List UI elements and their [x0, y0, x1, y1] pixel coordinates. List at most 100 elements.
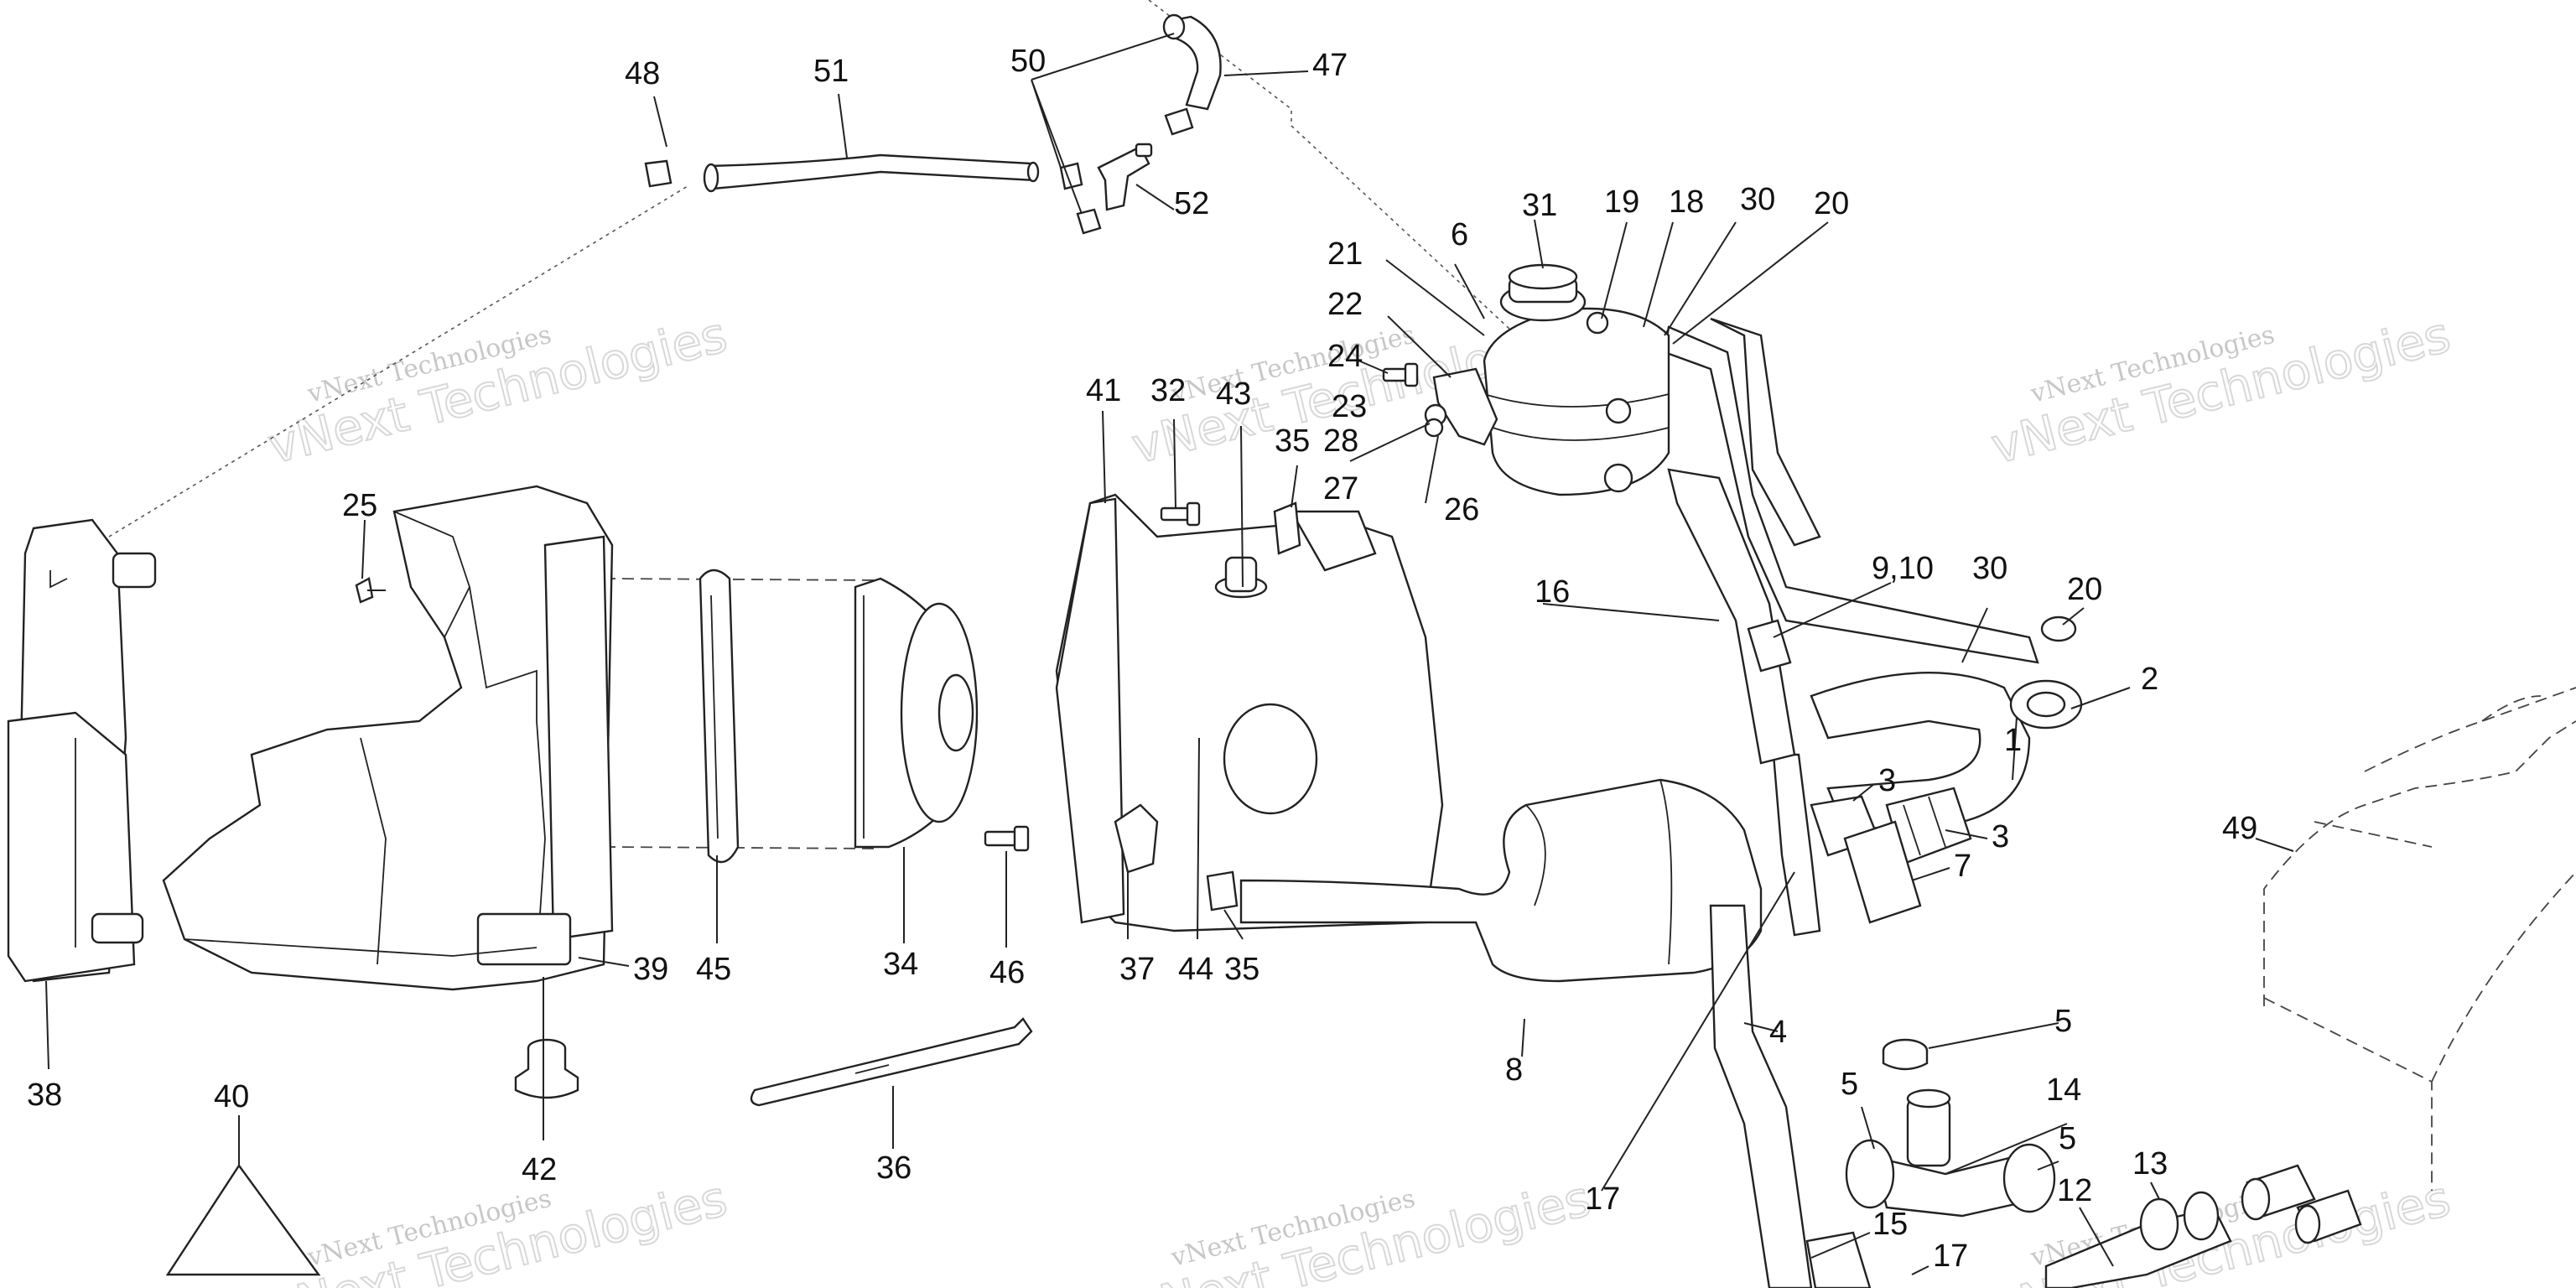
callout-5-left: 5 [1841, 1067, 1858, 1102]
part-9-10-sensor [1747, 619, 1792, 673]
callout-34: 34 [883, 947, 918, 982]
callout-21: 21 [1327, 236, 1363, 272]
callout-6: 6 [1451, 217, 1468, 252]
callout-39: 39 [633, 952, 668, 987]
part-49-panel [2263, 687, 2576, 1191]
part-24-screw [1382, 362, 1419, 387]
callout-37: 37 [1119, 952, 1155, 987]
callout-47: 47 [1312, 48, 1348, 83]
part-8-intake-hose [1239, 778, 1763, 983]
part-20-clamp [2040, 615, 2077, 642]
part-42-grommet [514, 1038, 579, 1099]
part-35-clip-upper [1273, 501, 1301, 555]
callout-5-top: 5 [2054, 1004, 2072, 1039]
part-30-vent-hose [1663, 317, 2039, 664]
callout-44: 44 [1178, 952, 1213, 987]
callout-20-lower: 20 [2067, 572, 2102, 607]
callout-41: 41 [1086, 373, 1121, 408]
callout-45: 45 [696, 952, 731, 987]
part-32-bolt [1160, 501, 1201, 527]
part-27-washer [1424, 418, 1444, 438]
part-22-bracket [1432, 367, 1498, 446]
callout-30: 30 [1740, 182, 1775, 217]
callout-43: 43 [1216, 377, 1251, 412]
callout-38: 38 [27, 1078, 62, 1113]
watermark-4: vNext Technologies vNext Technologies [262, 1169, 733, 1288]
part-2-clamp [2009, 679, 2083, 730]
part-17-hose [1772, 753, 1821, 937]
callout-23: 23 [1332, 389, 1367, 424]
callout-50: 50 [1010, 44, 1046, 79]
part-46-bolt [984, 825, 1030, 852]
part-4-coolant-hose [1709, 904, 1813, 1288]
callout-49: 49 [2222, 811, 2257, 846]
callout-9-10: 9,10 [1872, 551, 1934, 586]
callout-28: 28 [1323, 423, 1358, 459]
part-35-clip-lower [1206, 870, 1239, 911]
part-6-expansion-tank [1483, 263, 1670, 496]
part-15-fitting [1805, 1231, 1872, 1288]
part-41-main-housing [1055, 493, 1444, 932]
part-12-13-fittings [2044, 1164, 2362, 1288]
callout-3-left: 3 [1878, 763, 1896, 798]
callout-27: 27 [1323, 471, 1358, 506]
callout-46: 46 [989, 955, 1025, 990]
part-34-air-filter [854, 577, 979, 849]
watermark-3: vNext Technologies vNext Technologies [1985, 305, 2456, 476]
callout-42: 42 [522, 1152, 557, 1187]
watermark-outline-text: vNext Technologies [1126, 1170, 1596, 1288]
callout-8: 8 [1505, 1052, 1523, 1088]
callout-5-right: 5 [2059, 1121, 2076, 1156]
part-16-hose [1667, 468, 1796, 765]
callout-52: 52 [1174, 186, 1209, 221]
callout-14: 14 [2046, 1072, 2081, 1108]
leader-lines [45, 33, 2294, 1275]
callout-13: 13 [2132, 1146, 2168, 1182]
part-39-air-box [162, 485, 614, 991]
callout-19: 19 [1604, 184, 1639, 220]
callout-25: 25 [342, 488, 377, 523]
callout-16: 16 [1535, 574, 1570, 610]
part-14-tee-fitting [1872, 1088, 2039, 1218]
callout-48: 48 [625, 56, 660, 91]
callout-2: 2 [2141, 662, 2158, 697]
callout-15: 15 [1872, 1207, 1908, 1242]
callout-32: 32 [1150, 373, 1186, 408]
callout-30-lower: 30 [1972, 551, 2007, 586]
part-40-warning-triangle [165, 1163, 321, 1276]
callout-24: 24 [1327, 339, 1363, 374]
part-25-rivet [355, 577, 386, 604]
part-51-hose [703, 153, 1040, 193]
callout-35-lower: 35 [1224, 952, 1259, 987]
part-38-housing-bracket [7, 518, 157, 983]
callout-labels: 48 51 50 47 52 25 31 6 19 18 30 20 21 22… [27, 44, 2257, 1274]
part-48-plug [644, 159, 673, 188]
part-7-clamp [1843, 820, 1922, 924]
part-36-strap [750, 1017, 1033, 1107]
part-5-clamp-left [1845, 1139, 1895, 1209]
part-45-gasket [699, 569, 740, 864]
part-5-clamp-right [2002, 1143, 2056, 1213]
callout-20: 20 [1814, 186, 1849, 221]
part-47-elbow-hose [1162, 13, 1222, 111]
assembly-dashed-lines [108, 0, 1535, 849]
callout-31: 31 [1522, 188, 1557, 223]
callout-12: 12 [2057, 1173, 2092, 1208]
part-52-tee [1097, 143, 1153, 211]
callout-3-right: 3 [1992, 819, 2009, 854]
callout-36: 36 [876, 1150, 911, 1186]
callout-18: 18 [1669, 184, 1704, 220]
callout-17-bottom: 17 [1933, 1239, 1968, 1274]
watermark-1: vNext Technologies vNext Technologies [262, 305, 733, 476]
callout-7: 7 [1954, 849, 1971, 884]
callout-4: 4 [1769, 1015, 1787, 1050]
callout-51: 51 [813, 54, 849, 89]
callout-26: 26 [1444, 492, 1479, 527]
part-5-cap-top [1882, 1038, 1929, 1071]
callout-1: 1 [2004, 723, 2022, 758]
watermark-5: vNext Technologies vNext Technologies [1125, 1169, 1597, 1288]
watermark-outline-text: vNext Technologies [262, 1170, 732, 1288]
callout-17: 17 [1585, 1182, 1620, 1217]
callout-40: 40 [214, 1079, 249, 1114]
